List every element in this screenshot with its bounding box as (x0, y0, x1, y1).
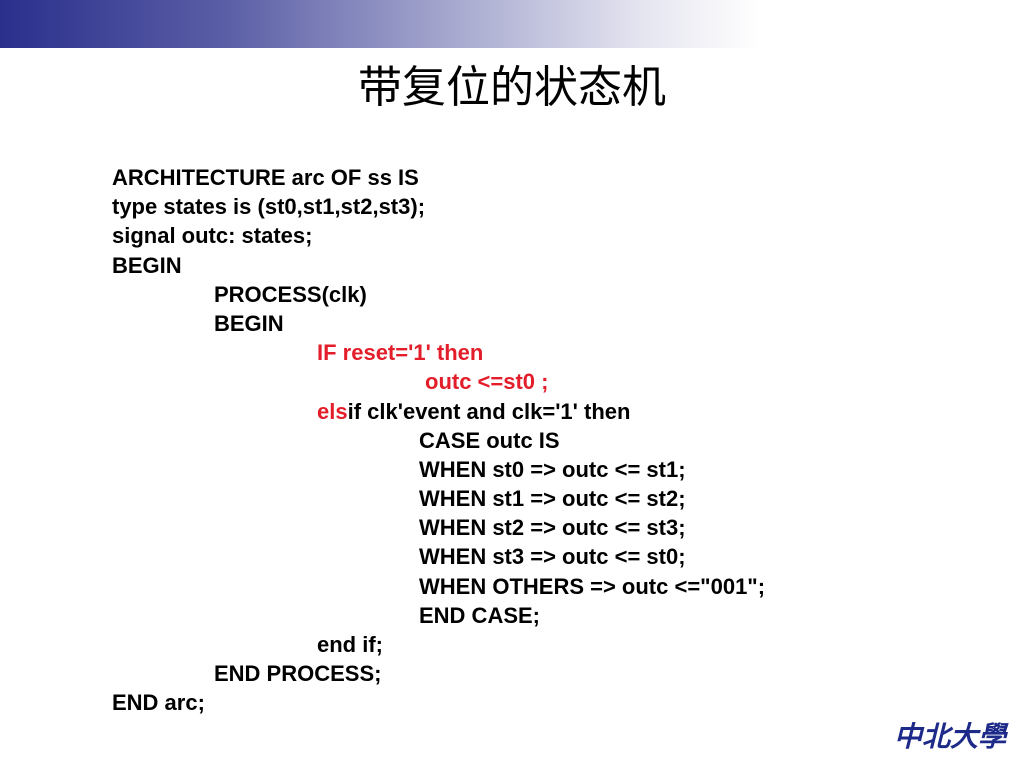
code-line-1: ARCHITECTURE arc OF ss IS (112, 165, 419, 190)
code-line-12: WHEN st1 => outc <= st2; (419, 486, 686, 512)
code-line-19: END arc; (112, 690, 205, 716)
code-line-5: PROCESS(clk) (214, 281, 367, 307)
code-line-18: END PROCESS; (214, 661, 382, 687)
university-logo-text: 中北大學 (894, 720, 1009, 753)
code-line-9-rest: if clk'event and clk='1' then (347, 398, 631, 424)
code-line-13: WHEN st2 => outc <= st3; (419, 515, 686, 541)
code-line-15: WHEN OTHERS => outc <="001"; (419, 573, 766, 599)
code-line-7-reset-condition: IF reset='1' then (317, 340, 484, 366)
code-line-6: BEGIN (214, 310, 284, 336)
header-gradient-bar (0, 0, 760, 48)
slide-title: 带复位的状态机 (358, 62, 666, 113)
code-line-17: end if; (317, 632, 383, 657)
code-line-14: WHEN st3 => outc <= st0; (419, 544, 686, 570)
vhdl-code-block: ARCHITECTURE arc OF ss IS type states is… (112, 163, 765, 718)
code-line-9-els-highlight: els (317, 398, 348, 424)
code-line-3: signal outc: states; (112, 223, 313, 249)
code-line-8-reset-assignment: outc <=st0 ; (425, 369, 549, 395)
code-line-2: type states is (st0,st1,st2,st3); (112, 194, 426, 220)
code-line-10: CASE outc IS (419, 427, 560, 453)
code-line-4: BEGIN (112, 252, 182, 278)
code-line-16: END CASE; (419, 602, 541, 628)
university-logo: 中北大學 (894, 720, 1009, 753)
code-line-11: WHEN st0 => outc <= st1; (419, 456, 686, 482)
code-line-9: elsif clk'event and clk='1' then (112, 397, 765, 426)
